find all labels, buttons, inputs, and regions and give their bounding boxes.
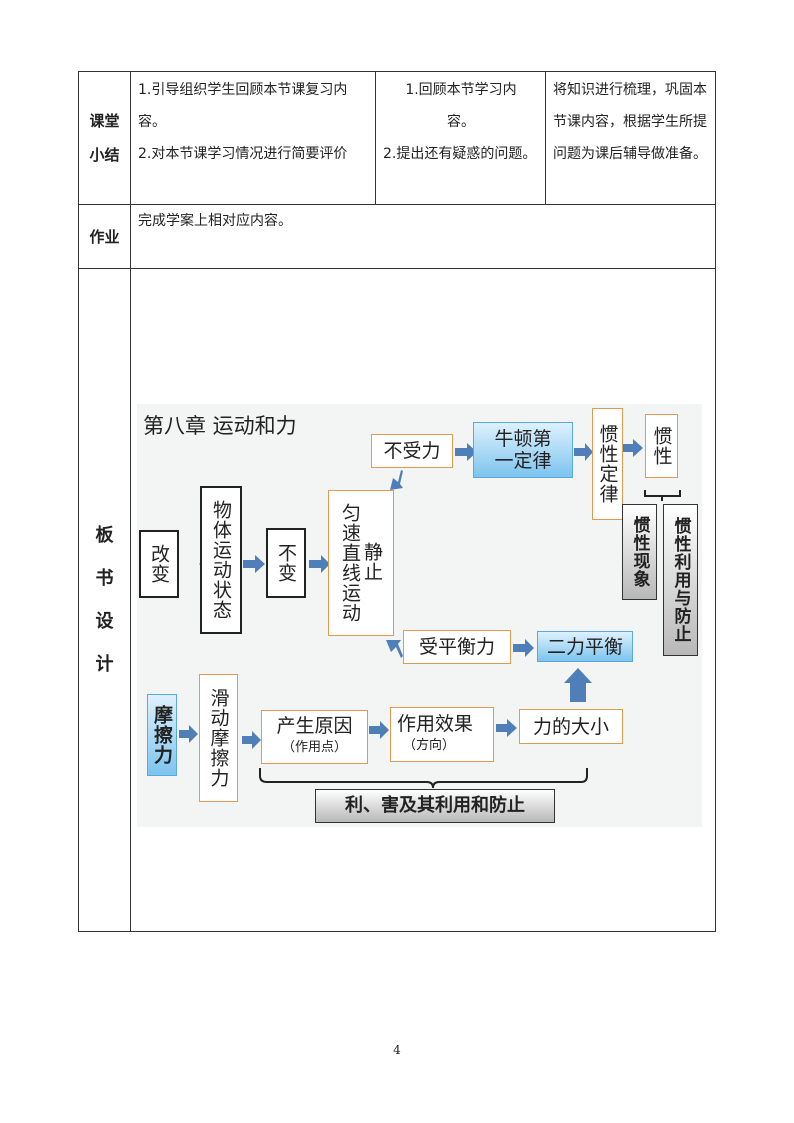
homework-text: 完成学案上相对应内容。: [130, 204, 716, 269]
summary-row: 课堂小结 1.引导组织学生回顾本节课复习内容。 2.对本节课学习情况进行简要评价…: [78, 71, 716, 205]
page-number: 4: [393, 1043, 401, 1057]
xiaoguo-text: 作用效果: [397, 712, 474, 735]
yunsu-text: 匀速直线运动: [339, 503, 361, 623]
board-head-char: 板: [95, 525, 114, 546]
box-gaibian: 改变: [139, 530, 179, 598]
board-head-char: 计: [95, 654, 114, 675]
arrow-right-icon: [369, 721, 389, 739]
arrow-up-right-icon: [390, 470, 403, 490]
box-erli: 二力平衡: [537, 631, 633, 662]
arrow-right-icon: [574, 443, 593, 461]
summary-intent-cell: 将知识进行梳理，巩固本节课内容，根据学生所提问题为课后辅导做准备。: [545, 71, 716, 205]
box-liyong: 惯性利用与防止: [663, 504, 698, 656]
bracket-guanxing: [644, 490, 681, 501]
arrow-right-icon: [496, 719, 517, 737]
box-bushouli: 不受力: [371, 434, 453, 468]
box-chansheng: 产生原因 （作用点）: [261, 710, 368, 764]
box-shoupingheng: 受平衡力: [403, 630, 511, 664]
chansheng-text: 产生原因: [276, 715, 353, 737]
chansheng-sub: （作用点）: [281, 740, 347, 755]
arrow-up-icon: [564, 668, 592, 702]
box-mocali: 摩擦力: [147, 694, 177, 776]
arrow-right-icon: [179, 725, 198, 743]
box-zhuangtai: 物体运动状态: [200, 486, 242, 634]
board-design-head: 板 书 设 计: [78, 268, 131, 932]
arrow-right-icon: [243, 555, 265, 573]
box-guanxing-dinglv: 惯性定律: [592, 408, 623, 520]
box-lihai: 利、害及其利用和防止: [315, 789, 555, 823]
board-head-char: 设: [95, 611, 114, 632]
brace-factors: [259, 768, 588, 789]
box-niudun: 牛顿第一定律: [473, 422, 573, 478]
arrow-right-icon: [309, 555, 330, 573]
summary-head: 课堂小结: [78, 71, 131, 205]
box-bubian: 不变: [266, 528, 306, 598]
summary-student-cell: 1.回顾本节学习内 容。 2.提出还有疑惑的问题。: [375, 71, 546, 205]
box-guanxing: 惯性: [645, 414, 678, 478]
homework-head: 作业: [78, 204, 131, 269]
arrow-down-right-icon: [386, 640, 403, 658]
box-daxiao: 力的大小: [519, 709, 623, 744]
box-huadong: 滑动摩擦力: [199, 674, 238, 802]
box-jingzhi-yunsu: 匀速直线运动 静止: [328, 490, 394, 636]
jingzhi-text: 静止: [361, 542, 383, 582]
board-title: 第八章 运动和力: [143, 414, 297, 438]
blackboard-diagram: 第八章 运动和力 改变 物体运动状态 不变 匀速直线运动 静止 不受力 牛顿第一…: [137, 404, 702, 827]
xiaoguo-sub: （方向）: [403, 737, 456, 753]
box-xiaoguo: 作用效果 （方向）: [390, 707, 494, 762]
summary-teacher-cell: 1.引导组织学生回顾本节课复习内容。 2.对本节课学习情况进行简要评价: [130, 71, 376, 205]
board-head-char: 书: [95, 568, 114, 589]
arrow-right-icon: [242, 731, 261, 749]
box-xianxiang: 惯性现象: [622, 504, 657, 600]
arrow-right-icon: [455, 443, 477, 461]
arrow-layer: [179, 439, 681, 789]
arrow-right-icon: [513, 639, 534, 657]
homework-row: 作业 完成学案上相对应内容。: [78, 204, 716, 269]
arrow-right-icon: [623, 439, 643, 457]
